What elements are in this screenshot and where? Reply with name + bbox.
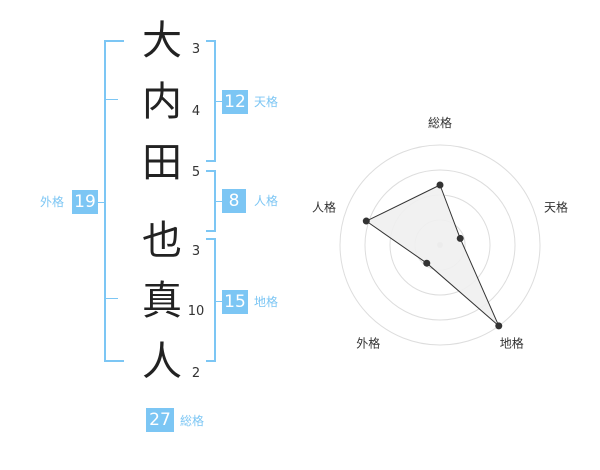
bracket-connector [214, 301, 222, 302]
chikaku-bracket [206, 238, 216, 362]
stroke-count-3: 5 [191, 165, 201, 180]
gaikaku-value: 19 [72, 190, 98, 214]
name-char-3: 田 [142, 140, 182, 186]
fortune-radar-chart: 総格 天格 地格 外格 人格 [312, 115, 568, 351]
stroke-count-2: 4 [191, 104, 201, 119]
radar-label-soukaku: 総格 [428, 115, 452, 130]
radar-point-2 [495, 322, 503, 330]
stroke-count-1: 3 [191, 42, 201, 57]
name-char-2: 内 [142, 79, 182, 125]
jinkaku-value: 8 [222, 189, 246, 213]
bracket-tick [104, 99, 118, 100]
chikaku-value: 15 [222, 290, 248, 314]
jinkaku-label: 人格 [254, 194, 279, 208]
radar-point-3 [423, 259, 431, 267]
stroke-count-4: 3 [191, 244, 201, 259]
radar-axis-labels: 総格 天格 地格 外格 人格 [312, 115, 568, 351]
bracket-connector [214, 201, 222, 202]
soukaku-label: 総格 [180, 414, 205, 428]
bracket-connector [96, 202, 104, 203]
name-char-4: 也 [142, 218, 182, 264]
radar-label-gaikaku: 外格 [356, 336, 380, 351]
radar-label-chikaku: 地格 [500, 336, 524, 351]
radar-point-0 [436, 181, 444, 189]
radar-ring [364, 169, 516, 321]
radar-point-4 [362, 217, 370, 225]
gaikaku-label: 外格 [40, 195, 65, 209]
soukaku-value: 27 [146, 408, 174, 432]
name-char-1: 大 [142, 18, 182, 64]
radar-label-tenkaku: 天格 [544, 199, 568, 214]
tenkaku-value: 12 [222, 90, 248, 114]
radar-label-jinkaku: 人格 [312, 199, 336, 214]
radar-point-1 [456, 234, 464, 242]
radar-ring [339, 144, 541, 346]
name-char-6: 人 [142, 339, 182, 385]
radar-data-area [365, 184, 500, 327]
stroke-count-5: 10 [187, 304, 205, 319]
stroke-count-6: 2 [191, 366, 201, 381]
chikaku-label: 地格 [254, 295, 279, 309]
name-char-5: 真 [142, 278, 182, 324]
tenkaku-label: 天格 [254, 95, 279, 109]
bracket-tick [104, 298, 118, 299]
radar-data-points [362, 181, 503, 330]
gaikaku-bracket [104, 40, 124, 362]
bracket-connector [214, 101, 222, 102]
